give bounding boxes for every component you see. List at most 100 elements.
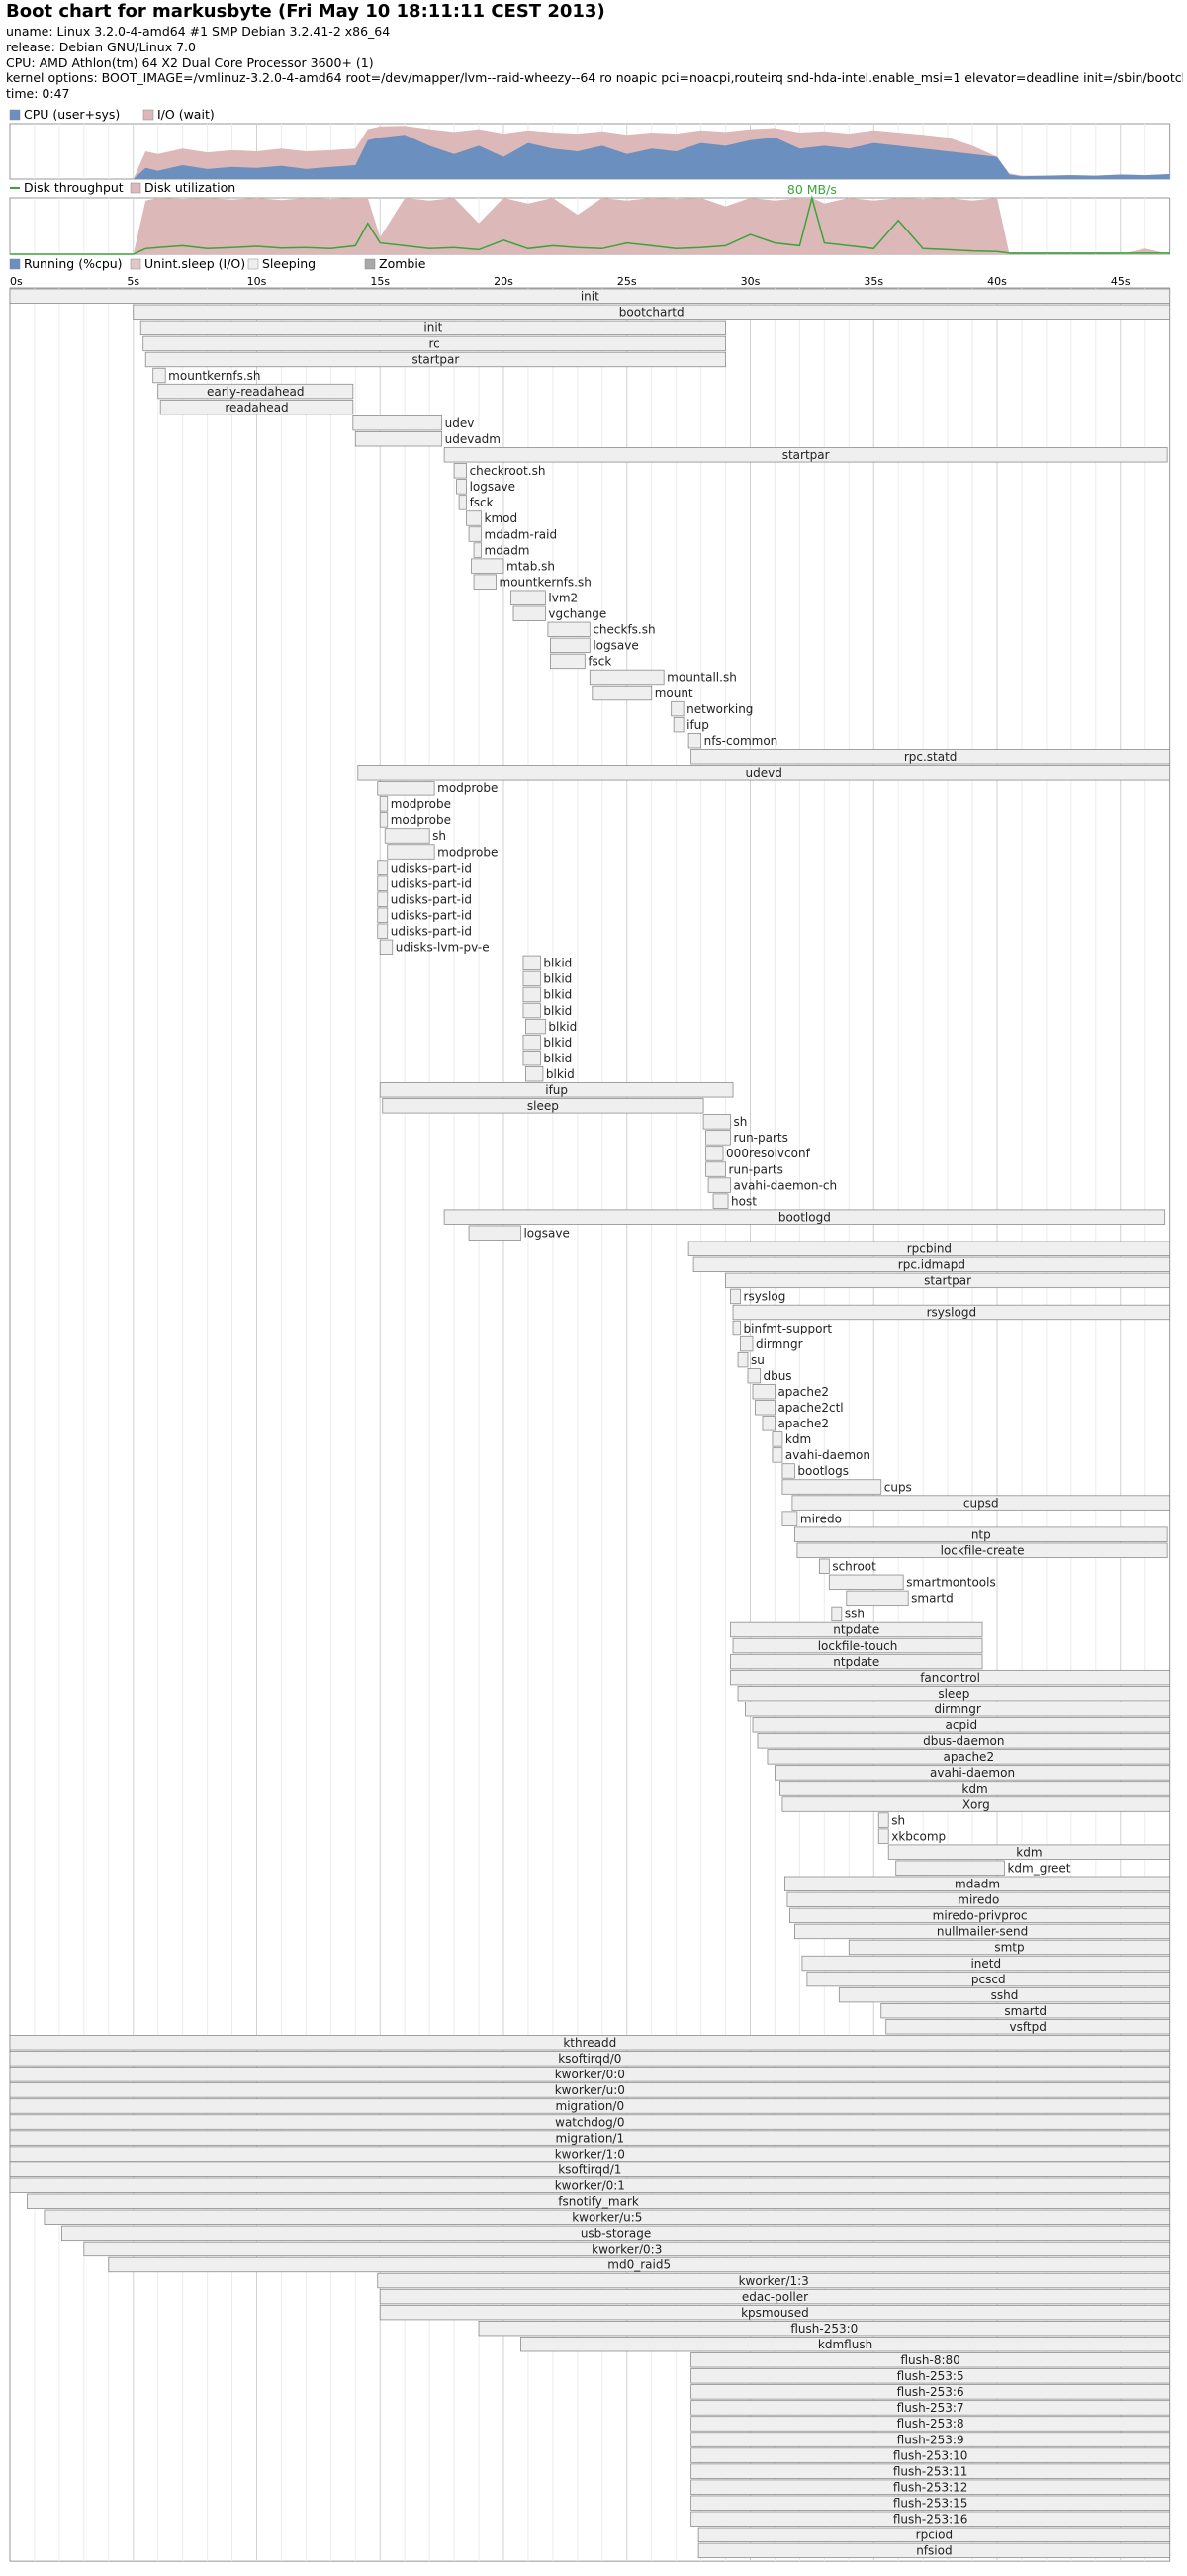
process-label: cups <box>884 1480 912 1494</box>
process-label: mountkernfs.sh <box>500 575 592 589</box>
process-bar <box>762 1416 776 1431</box>
process-bar <box>522 986 541 1003</box>
process-bar <box>387 844 435 860</box>
process-label: run-parts <box>734 1131 788 1145</box>
process-label: acpid <box>946 1718 978 1732</box>
throughput-peak-annotation: 80 MB/s <box>787 182 837 197</box>
process-label: dbus-daemon <box>923 1734 1004 1748</box>
process-bar <box>831 1606 843 1622</box>
process-bar <box>690 2463 1171 2479</box>
process-label: smtp <box>994 1941 1024 1955</box>
process-label: logsave <box>593 639 638 653</box>
legend-running-swatch <box>9 258 21 270</box>
process-bar <box>377 860 389 875</box>
process-label: kdm <box>961 1782 987 1795</box>
process-bar <box>9 2067 1171 2082</box>
process-label: mdadm-raid <box>485 527 558 541</box>
process-bar <box>690 2416 1171 2432</box>
process-bar <box>712 1193 729 1209</box>
process-label: rc <box>428 337 439 351</box>
process-bar <box>702 1114 731 1130</box>
legend-running-label: Running (%cpu) <box>24 256 123 271</box>
cpu-line: CPU: AMD Athlon(tm) 64 X2 Dual Core Proc… <box>6 54 374 70</box>
process-bar <box>877 1812 889 1828</box>
process-bar <box>796 1542 1168 1558</box>
process-bar <box>9 2177 1171 2193</box>
process-label: nullmailer-send <box>937 1925 1028 1939</box>
process-bar <box>478 2320 1171 2337</box>
process-label: ntp <box>971 1527 991 1541</box>
process-bar <box>755 1400 776 1416</box>
process-bar <box>887 1844 1171 1860</box>
process-label: flush-253:7 <box>897 2401 964 2415</box>
process-label: smartmontools <box>906 1576 996 1590</box>
process-label: flush-253:8 <box>897 2417 964 2431</box>
process-label: watchdog/0 <box>555 2115 624 2129</box>
process-label: avahi-daemon <box>930 1766 1015 1780</box>
process-label: blkid <box>546 1067 575 1081</box>
process-label: host <box>731 1194 757 1208</box>
process-bar <box>468 1225 521 1241</box>
legend-cpu-label: CPU (user+sys) <box>24 107 120 122</box>
process-bar <box>806 1971 1171 1987</box>
process-label: flush-253:10 <box>893 2448 968 2462</box>
process-label: sshd <box>991 1988 1019 2002</box>
process-label: flush-253:9 <box>897 2433 964 2446</box>
process-bar <box>9 2051 1171 2067</box>
process-bar <box>458 495 467 510</box>
process-bar <box>772 1431 783 1447</box>
process-bar <box>108 2256 1171 2273</box>
time-tick-label: 15s <box>370 275 390 288</box>
release-line: release: Debian GNU/Linux 7.0 <box>6 39 196 54</box>
process-label: sleep <box>938 1687 969 1701</box>
process-bar <box>767 1749 1171 1765</box>
process-label: nfs-common <box>704 734 778 748</box>
process-label: miredo <box>800 1512 842 1525</box>
process-bar <box>671 700 685 717</box>
process-bar <box>510 590 546 605</box>
process-label: modprobe <box>437 782 498 795</box>
process-label: xkbcomp <box>891 1829 946 1843</box>
time-line: time: 0:47 <box>6 86 70 102</box>
process-label: rpciod <box>916 2529 953 2542</box>
process-bar <box>525 1018 546 1035</box>
process-label: ntpdate <box>833 1655 879 1669</box>
process-label: apache2ctl <box>777 1401 843 1415</box>
process-label: smartd <box>911 1592 954 1606</box>
process-bar <box>690 2384 1171 2400</box>
time-tick-label: 40s <box>987 275 1007 288</box>
process-label: miredo-privproc <box>933 1909 1028 1923</box>
legend-disk-throughput-label: Disk throughput <box>24 180 124 195</box>
process-bar <box>443 1209 1166 1225</box>
process-label: init <box>423 322 442 335</box>
process-label: ksoftirqd/0 <box>558 2052 621 2066</box>
process-bar <box>740 1335 754 1352</box>
process-label: sleep <box>527 1099 559 1113</box>
process-bar <box>772 1447 783 1463</box>
chart-header: Boot chart for markusbyte (Fri May 10 18… <box>6 0 1183 102</box>
process-bar <box>379 939 394 955</box>
process-bar <box>786 1891 1171 1908</box>
process-label: flush-253:6 <box>897 2385 964 2399</box>
process-bar <box>690 2511 1171 2527</box>
process-label: udevadm <box>445 432 501 446</box>
process-label: early-readahead <box>207 385 305 399</box>
process-label: fsnotify_mark <box>558 2195 639 2209</box>
process-bar <box>697 2527 1171 2543</box>
process-bar <box>466 510 482 526</box>
process-label: ifup <box>545 1083 568 1097</box>
process-label: fsck <box>470 496 494 509</box>
process-bar <box>377 891 389 907</box>
legend-disk-utilization-label: Disk utilization <box>144 180 235 195</box>
process-bar <box>522 1051 541 1066</box>
process-bar <box>525 1066 544 1082</box>
process-bar <box>443 447 1168 463</box>
process-label: networking <box>686 702 753 716</box>
process-label: binfmt-support <box>744 1322 833 1335</box>
process-label: lvm2 <box>548 591 578 604</box>
process-label: mdadm <box>485 543 530 557</box>
process-label: sh <box>734 1115 748 1129</box>
process-bar <box>730 1669 1171 1686</box>
uname-line: uname: Linux 3.2.0-4-amd64 #1 SMP Debian… <box>6 24 391 39</box>
